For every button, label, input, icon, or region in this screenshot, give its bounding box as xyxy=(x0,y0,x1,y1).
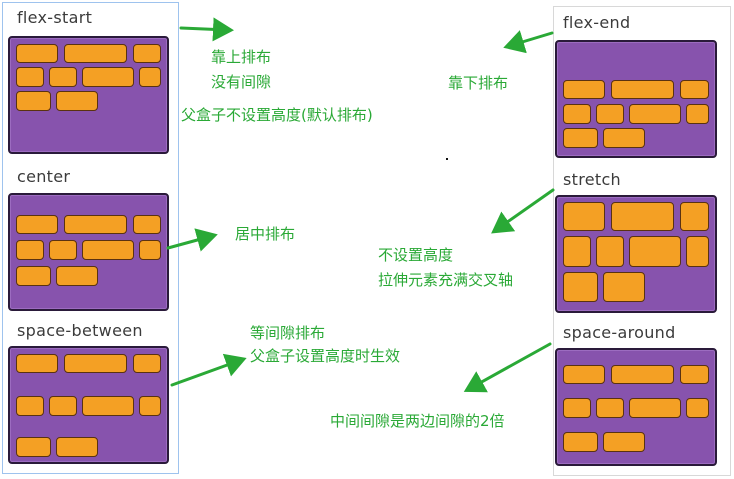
space-between-container xyxy=(8,346,169,464)
flex-item xyxy=(563,128,598,148)
flex-item xyxy=(563,236,591,267)
note-center: 居中排布 xyxy=(235,225,296,243)
arrow-center xyxy=(166,228,218,252)
note-space-around: 中间间隙是两边间隙的2倍 xyxy=(330,412,505,430)
flex-item xyxy=(629,104,681,124)
arrow-space-between xyxy=(170,353,247,387)
flex-item xyxy=(611,202,674,231)
space-around-label: space-around xyxy=(563,323,676,342)
note-flex-start-1: 靠上排布 xyxy=(211,48,272,66)
flex-item xyxy=(139,67,161,87)
flex-item xyxy=(133,44,161,63)
flex-item xyxy=(82,67,134,87)
note-space-between-1: 等间隙排布 xyxy=(250,324,326,342)
note-flex-start-2: 没有间隙 xyxy=(211,73,272,91)
flex-item xyxy=(16,396,44,416)
arrow-space-around xyxy=(463,342,552,393)
note-flex-end: 靠下排布 xyxy=(448,74,509,92)
flex-item xyxy=(563,398,591,418)
flex-item xyxy=(611,80,674,99)
flex-item xyxy=(16,354,58,373)
flex-item xyxy=(629,236,681,267)
flex-item xyxy=(686,236,709,267)
flex-item xyxy=(16,67,44,87)
arrow-flex-end xyxy=(503,30,554,54)
flex-item xyxy=(563,365,605,384)
flex-start-label: flex-start xyxy=(17,8,93,27)
flex-item xyxy=(680,365,709,384)
flex-item xyxy=(56,266,98,286)
flex-item xyxy=(596,398,624,418)
flex-end-container xyxy=(555,40,717,158)
flex-item xyxy=(563,202,605,231)
arrow-stretch xyxy=(491,188,555,234)
flex-item xyxy=(603,272,645,302)
flex-item xyxy=(56,91,98,111)
stray-dot xyxy=(446,158,448,160)
note-stretch-1: 不设置高度 xyxy=(378,246,454,264)
flex-item xyxy=(16,437,51,457)
flex-item xyxy=(596,104,624,124)
flex-item xyxy=(82,396,134,416)
note-stretch-2: 拉伸元素充满交叉轴 xyxy=(378,271,514,289)
flex-item xyxy=(16,266,51,286)
center-label: center xyxy=(17,167,71,186)
flex-item xyxy=(563,104,591,124)
flex-item xyxy=(49,67,77,87)
flex-item xyxy=(563,432,598,452)
flex-item xyxy=(133,354,161,373)
note-flex-start-3: 父盒子不设置高度(默认排布) xyxy=(181,106,373,124)
flex-item xyxy=(82,240,134,260)
flex-item xyxy=(64,215,127,234)
flex-item xyxy=(49,240,77,260)
flex-item xyxy=(603,128,645,148)
flex-item xyxy=(16,91,51,111)
flex-item xyxy=(64,354,127,373)
flex-item xyxy=(139,396,161,416)
flex-item xyxy=(16,240,44,260)
space-around-container xyxy=(555,348,717,466)
flex-item xyxy=(603,432,645,452)
flex-item xyxy=(680,202,709,231)
note-space-between-2: 父盒子设置高度时生效 xyxy=(250,347,401,365)
flex-item xyxy=(16,44,58,63)
stretch-label: stretch xyxy=(563,170,621,189)
flex-start-container xyxy=(8,36,169,154)
flex-item xyxy=(686,398,709,418)
stretch-container xyxy=(555,195,717,313)
flex-end-label: flex-end xyxy=(563,13,631,32)
space-between-label: space-between xyxy=(17,321,143,340)
flex-item xyxy=(596,236,624,267)
flex-item xyxy=(563,272,598,302)
flex-item xyxy=(680,80,709,99)
flex-item xyxy=(64,44,127,63)
flex-item xyxy=(629,398,681,418)
flex-item xyxy=(56,437,98,457)
flex-item xyxy=(49,396,77,416)
flex-item xyxy=(686,104,709,124)
flex-item xyxy=(16,215,58,234)
flex-item xyxy=(563,80,605,99)
center-container xyxy=(8,193,169,311)
flex-item xyxy=(611,365,674,384)
arrow-flex-start xyxy=(179,17,234,42)
flex-item xyxy=(133,215,161,234)
flex-item xyxy=(139,240,161,260)
